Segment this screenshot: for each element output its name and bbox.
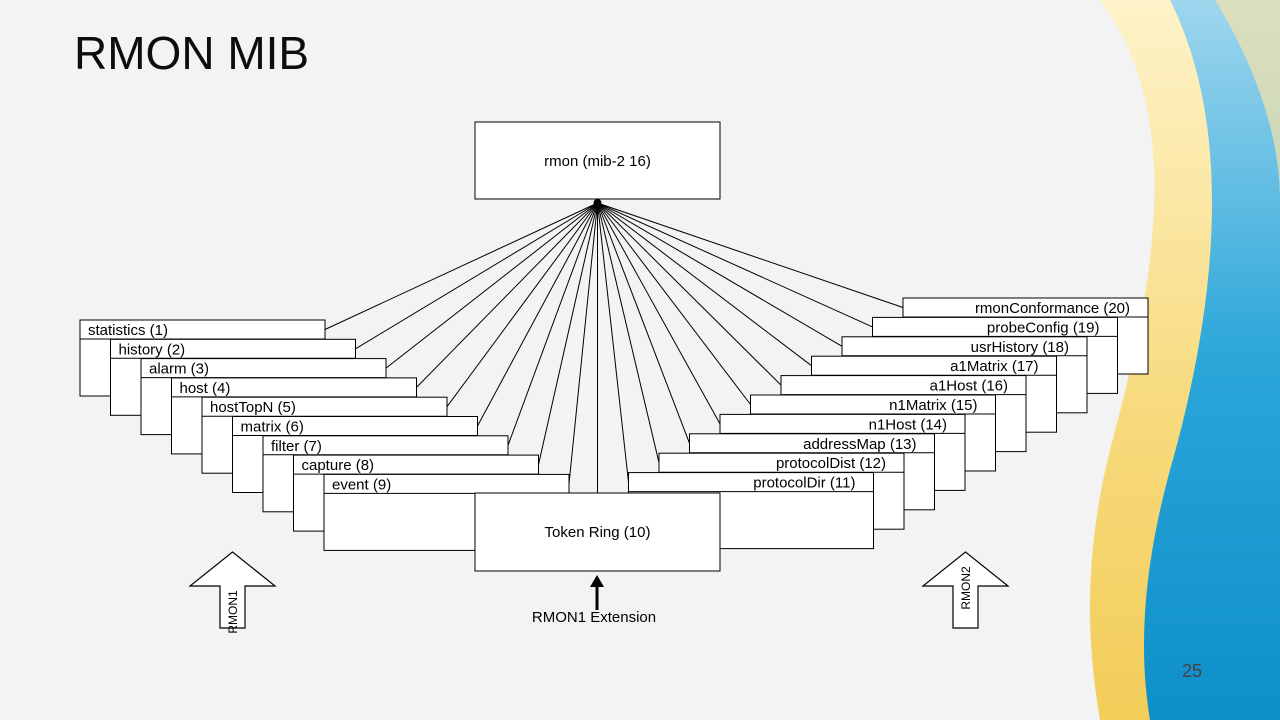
- connector-line: [385, 202, 598, 369]
- connector-line: [597, 202, 751, 405]
- group-label: a1Matrix (17): [950, 358, 1038, 375]
- group-label: addressMap (13): [803, 436, 916, 453]
- connector-line: [597, 202, 812, 367]
- token-ring-box: Token Ring (10): [474, 492, 721, 572]
- connector-line: [597, 202, 843, 347]
- rmon2-arrow: RMON2: [921, 551, 1010, 629]
- group-label: usrHistory (18): [971, 339, 1069, 356]
- root-box: rmon (mib-2 16): [474, 121, 721, 200]
- connector-line: [355, 202, 598, 350]
- group-label: filter (7): [271, 438, 322, 455]
- connector-line: [597, 202, 629, 483]
- connector-line: [446, 202, 598, 407]
- root-junction: [593, 199, 602, 207]
- connector-line: [477, 202, 598, 427]
- slide-title: RMON MIB: [74, 27, 310, 79]
- group-label: host (4): [180, 380, 231, 397]
- tree-connector-lines: [324, 202, 904, 493]
- group-label: event (9): [332, 476, 391, 493]
- connector-line: [597, 202, 904, 308]
- group-label: n1Matrix (15): [889, 397, 977, 414]
- connector-line: [507, 202, 598, 446]
- connector-line: [324, 202, 598, 330]
- rmon1-arrow-label: RMON1: [226, 590, 240, 634]
- rmon1-arrow: RMON1: [188, 551, 277, 634]
- connector-line: [597, 202, 782, 386]
- connector-line: [597, 202, 721, 425]
- connector-line: [597, 202, 690, 444]
- connector-line: [597, 202, 873, 328]
- group-label: protocolDist (12): [776, 455, 886, 472]
- group-label: capture (8): [302, 457, 375, 474]
- group-label: a1Host (16): [930, 378, 1008, 395]
- slide-number: 25: [1182, 661, 1203, 681]
- rmon2-arrow-label: RMON2: [959, 566, 973, 610]
- rmon2-group-stack: rmonConformance (20) probeConfig (19) usrH…: [628, 297, 1149, 550]
- token-ring-label: Token Ring (10): [545, 524, 651, 541]
- group-label: probeConfig (19): [987, 319, 1100, 336]
- rmon1-extension-arrow: RMON1 Extension: [532, 575, 656, 626]
- connector-line: [538, 202, 598, 465]
- root-label: rmon (mib-2 16): [544, 153, 651, 170]
- group-label: alarm (3): [149, 361, 209, 378]
- group-label: statistics (1): [88, 322, 168, 339]
- group-label: matrix (6): [241, 419, 304, 436]
- connector-line: [568, 202, 598, 484]
- group-label: n1Host (14): [869, 416, 947, 433]
- rmon1-extension-label: RMON1 Extension: [532, 609, 656, 626]
- group-label: protocolDir (11): [753, 475, 855, 492]
- rmon1-group-stack: statistics (1) history (2) alarm (3) host (…: [79, 319, 570, 551]
- connector-line: [597, 202, 660, 463]
- group-label: rmonConformance (20): [975, 300, 1130, 317]
- connector-line: [416, 202, 598, 388]
- group-label: history (2): [119, 341, 186, 358]
- group-label: hostTopN (5): [210, 399, 296, 416]
